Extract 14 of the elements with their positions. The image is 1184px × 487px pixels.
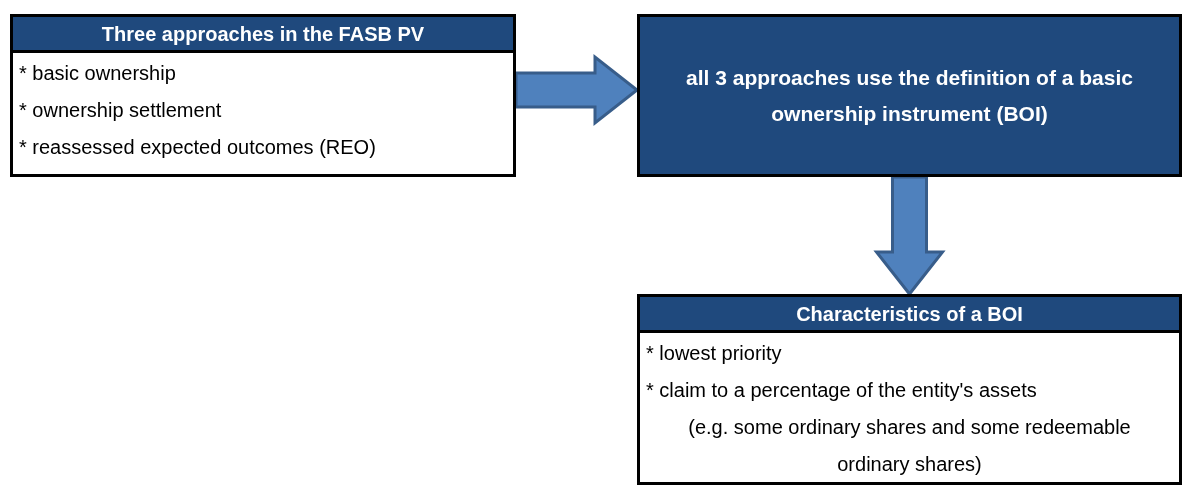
block-arrow: [873, 175, 946, 297]
box-text: all 3 approaches use the definition of a basic ownership instrument (BOI): [685, 64, 1134, 127]
list-box: [10, 14, 516, 177]
box-heading: Three approaches in the FASB PV: [101, 21, 425, 47]
list-box: [637, 294, 1182, 485]
box-heading: Characteristics of a BOI: [796, 301, 1023, 327]
process-box: [637, 14, 1182, 177]
list-item: * ownership settlement: [19, 98, 223, 123]
list-item: * claim to a percentage of the entity's assets: [646, 378, 1038, 403]
list-item: (e.g. some ordinary shares and some redeemable ordinary shares): [687, 415, 1132, 477]
list-item: * reassessed expected outcomes (REO): [19, 135, 377, 160]
list-item: * basic ownership: [19, 61, 177, 86]
block-arrow: [514, 53, 640, 127]
list-item: * lowest priority: [646, 341, 783, 366]
